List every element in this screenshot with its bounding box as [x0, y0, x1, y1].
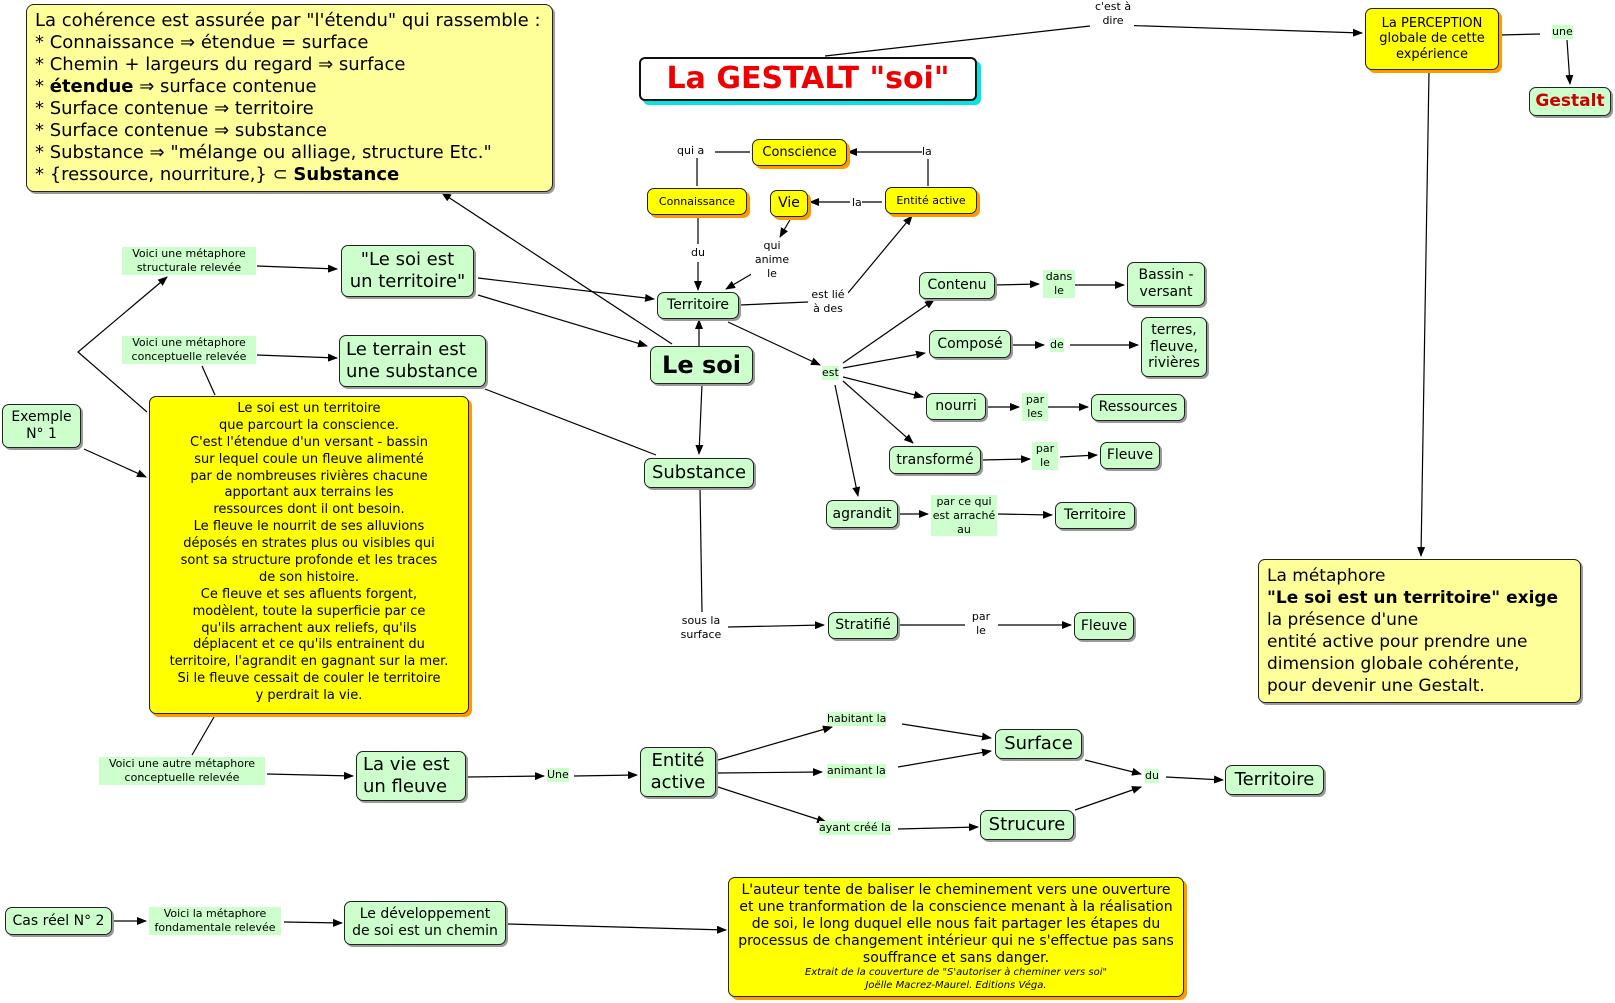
- info-line: * Surface contenue ⇒ territoire: [35, 97, 314, 119]
- label-habitant-la: habitant la: [827, 712, 887, 726]
- gestalt-node[interactable]: Gestalt: [1529, 87, 1611, 116]
- info-line: * Chemin + largeurs du regard ⇒ surface: [35, 53, 406, 75]
- le-soi-node[interactable]: Le soi: [650, 346, 753, 384]
- territoire-bottom-node[interactable]: Territoire: [1225, 765, 1324, 795]
- label-la-1: la: [922, 145, 932, 159]
- cas-reel-2-node[interactable]: Cas réel N° 2: [5, 907, 112, 935]
- label-est-lie: est lié à des: [808, 288, 848, 316]
- label-voici-fondamentale: Voici la métaphore fondamentale relevée: [149, 907, 281, 935]
- substance-node[interactable]: Substance: [644, 458, 754, 488]
- quote-box: L'auteur tente de baliser le cheminement…: [728, 877, 1184, 997]
- soi-territoire-node[interactable]: "Le soi est un territoire": [341, 245, 474, 297]
- label-par-le-1: par le: [1032, 442, 1058, 470]
- label-une-top: une: [1552, 25, 1573, 39]
- story-box: Le soi est un territoire que parcourt la…: [149, 396, 469, 714]
- label-qui-a: qui a: [677, 144, 705, 158]
- label-par-les: par les: [1022, 393, 1048, 421]
- label-du: du: [691, 246, 705, 260]
- vie-fleuve-node[interactable]: La vie est un fleuve: [356, 751, 466, 801]
- info-line: La cohérence est assurée par "l'étendu" …: [35, 10, 541, 31]
- territoire-right-node[interactable]: Territoire: [1055, 502, 1135, 529]
- label-animant-la: animant la: [827, 764, 886, 778]
- surface-node[interactable]: Surface: [995, 729, 1082, 759]
- transforme-node[interactable]: transformé: [889, 446, 981, 474]
- label-est: est: [822, 366, 839, 380]
- developpement-node[interactable]: Le développement de soi est un chemin: [344, 901, 506, 945]
- label-la-2: la: [852, 196, 862, 210]
- info-line: * {ressource, nourriture,} ⊂ Substance: [35, 163, 400, 185]
- label-sous-la-surface: sous la surface: [676, 614, 726, 642]
- vie-node[interactable]: Vie: [770, 190, 808, 217]
- exemple-1-node[interactable]: Exemple N° 1: [2, 404, 81, 448]
- info-line: * Connaissance ⇒ étendue = surface: [35, 31, 369, 53]
- entite-active-top-node[interactable]: Entité active: [885, 187, 977, 214]
- info-line: * Surface contenue ⇒ substance: [35, 119, 327, 141]
- contenu-node[interactable]: Contenu: [919, 272, 995, 299]
- fleuve-bottom-node[interactable]: Fleuve: [1074, 612, 1134, 640]
- label-par-le-2: par le: [968, 610, 994, 638]
- info-line: * Substance ⇒ "mélange ou alliage, struc…: [35, 141, 492, 163]
- label-qui-anime-le: qui anime le: [751, 239, 793, 281]
- terrain-substance-node[interactable]: Le terrain est une substance: [339, 335, 486, 387]
- territoire-center-node[interactable]: Territoire: [657, 292, 739, 319]
- label-cest-a-dire: c'est à dire: [1092, 0, 1134, 28]
- coherence-info-box: La cohérence est assurée par "l'étendu" …: [26, 4, 553, 192]
- label-une-bottom: Une: [547, 768, 569, 782]
- perception-node[interactable]: La PERCEPTION globale de cette expérienc…: [1365, 8, 1499, 70]
- page-title: La GESTALT "soi": [639, 57, 977, 101]
- agrandit-node[interactable]: agrandit: [826, 500, 898, 528]
- strucure-node[interactable]: Strucure: [980, 810, 1074, 840]
- nourri-node[interactable]: nourri: [926, 393, 986, 420]
- label-par-ce-qui: par ce qui est arraché au: [931, 495, 997, 537]
- metaphore-gestalt-box: La métaphore "Le soi est un territoire" …: [1258, 559, 1581, 703]
- info-line: * étendue ⇒ surface contenue: [35, 75, 317, 97]
- conscience-node[interactable]: Conscience: [752, 139, 847, 166]
- label-du-bottom: du: [1145, 769, 1159, 783]
- label-voici-conceptuelle: Voici une métaphore conceptuelle relevée: [122, 336, 256, 364]
- label-de: de: [1050, 338, 1064, 352]
- page-title-text: La GESTALT "soi": [666, 61, 950, 96]
- connaissance-node[interactable]: Connaissance: [647, 188, 747, 215]
- compose-node[interactable]: Composé: [929, 330, 1011, 358]
- label-ayant-cree-la: ayant créé la: [819, 821, 891, 835]
- stratifie-node[interactable]: Stratifié: [828, 612, 898, 639]
- ressources-node[interactable]: Ressources: [1091, 394, 1185, 421]
- label-voici-structurale: Voici une métaphore structurale relevée: [122, 247, 256, 275]
- terres-fleuve-rivieres-node[interactable]: terres, fleuve, rivières: [1141, 317, 1207, 377]
- label-voici-autre: Voici une autre métaphore conceptuelle r…: [99, 757, 265, 785]
- bassin-versant-node[interactable]: Bassin - versant: [1127, 262, 1205, 306]
- entite-active-bottom-node[interactable]: Entité active: [640, 747, 716, 797]
- label-dans-le: dans le: [1043, 270, 1075, 298]
- fleuve-right-node[interactable]: Fleuve: [1100, 442, 1160, 469]
